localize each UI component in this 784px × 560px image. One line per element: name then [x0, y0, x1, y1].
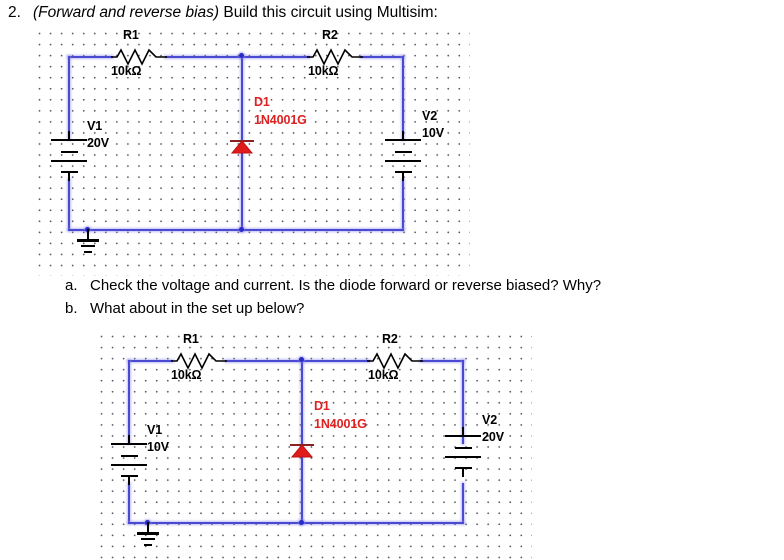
sub-question-a-text: Check the voltage and current. Is the di…: [90, 277, 602, 294]
resistor-r2-symbol: [307, 48, 363, 66]
resistor2-r2-value: 10kΩ: [368, 368, 399, 382]
battery-v1-value: 20V: [87, 136, 109, 150]
sub-question-b-text: What about in the set up below?: [90, 300, 305, 317]
wire2-top-mid-right: [302, 360, 370, 362]
battery-v2-value: 10V: [422, 126, 444, 140]
resistor2-r1-value: 10kΩ: [171, 368, 202, 382]
resistor-r2-value: 10kΩ: [308, 64, 339, 78]
battery2-v1-plate-3: [111, 464, 147, 466]
wire2-left-upper: [128, 360, 130, 444]
node2-bottom-center: [299, 520, 304, 525]
wire-center-upper: [241, 56, 243, 145]
wire-right-upper: [402, 56, 404, 140]
battery-v2-plate-2: [395, 151, 412, 153]
resistor2-r1-symbol: [171, 352, 227, 370]
battery2-v2-value: 20V: [482, 430, 504, 444]
resistor-r1-symbol: [111, 48, 167, 66]
diode2-d1-symbol: [290, 444, 314, 458]
battery2-v2-plate-2: [455, 447, 472, 449]
question-emphasis: (Forward and reverse bias): [33, 4, 220, 21]
resistor-r1-ref: R1: [123, 28, 139, 42]
wire-center-lower: [241, 152, 243, 230]
battery-v2-stub-bottom: [402, 172, 404, 181]
resistor2-r2-ref: R2: [382, 332, 398, 346]
battery2-v1-stub-bottom: [128, 476, 130, 485]
wire-top-mid-left: [165, 56, 241, 58]
node2-top-center: [299, 357, 304, 362]
sub-question-b-marker: b.: [65, 300, 78, 317]
ground2-bar-2: [141, 538, 155, 541]
wire-right-lower: [402, 179, 404, 230]
battery-v2-plate-3: [385, 160, 421, 162]
battery2-v2-ref: V2: [482, 413, 498, 427]
resistor2-r2-symbol: [367, 352, 423, 370]
battery-v2-plate-1: [385, 139, 421, 141]
battery-v2-stub-top: [402, 131, 404, 140]
battery-v1-plate-3: [51, 160, 87, 162]
ground2-stem: [147, 522, 149, 532]
battery2-v1-plate-2: [121, 455, 138, 457]
wire-left-upper: [68, 56, 70, 140]
resistor-r1-value: 10kΩ: [111, 64, 142, 78]
question-number: 2.: [8, 4, 21, 21]
battery2-v2-plate-3: [445, 456, 481, 458]
battery-v1-stub-bottom: [68, 172, 70, 181]
battery-v1-plate-1: [51, 139, 87, 141]
battery2-v2-plate-1: [445, 435, 481, 437]
battery2-v2-stub-bottom: [462, 468, 464, 477]
ground-bar-1: [77, 239, 99, 242]
wire2-top-left: [128, 360, 173, 362]
wire2-right-upper: [462, 360, 464, 444]
wire-left-lower: [68, 179, 70, 230]
resistor2-r1-ref: R1: [183, 332, 199, 346]
node-bottom-center: [239, 227, 244, 232]
circuit-diagram-bottom: R1 10kΩ R2 10kΩ V1 10V V2 20V D1 1N4001G: [95, 330, 532, 560]
battery-v1-plate-2: [61, 151, 78, 153]
wire-top-mid-right: [242, 56, 310, 58]
wire-top-left: [68, 56, 113, 58]
wire2-top-mid-left: [225, 360, 301, 362]
sub-question-a-marker: a.: [65, 277, 78, 294]
battery-v1-ref: V1: [87, 119, 103, 133]
question-suffix: Build this circuit using Multisim:: [219, 4, 438, 21]
wire2-right-lower: [462, 483, 464, 523]
battery2-v1-plate-1: [111, 443, 147, 445]
battery-v2-ref: V2: [422, 109, 438, 123]
node-top-center: [239, 53, 244, 58]
wire-bottom: [68, 229, 404, 231]
diode2-d1-value: 1N4001G: [314, 417, 367, 431]
diode2-d1-ref: D1: [314, 399, 330, 413]
battery2-v1-stub-top: [128, 435, 130, 444]
question-text: (Forward and reverse bias) Build this ci…: [33, 4, 438, 22]
ground2-bar-1: [137, 532, 159, 535]
diode-d1-value: 1N4001G: [254, 113, 307, 127]
ground-bar-3: [84, 251, 92, 253]
ground-stem: [87, 229, 89, 239]
wire2-bottom: [128, 522, 464, 524]
wire-top-right: [360, 56, 404, 58]
diode-d1-symbol: [230, 140, 254, 154]
battery2-v1-value: 10V: [147, 440, 169, 454]
resistor-r2-ref: R2: [322, 28, 338, 42]
wire2-left-lower: [128, 483, 130, 523]
ground2-bar-3: [144, 544, 152, 546]
wire2-top-right: [420, 360, 464, 362]
battery2-v2-stub-top: [462, 427, 464, 436]
wire2-center-upper: [301, 360, 303, 449]
ground-bar-2: [81, 245, 95, 248]
battery2-v1-ref: V1: [147, 423, 163, 437]
wire2-center-lower: [301, 456, 303, 523]
battery-v1-stub-top: [68, 131, 70, 140]
diode-d1-ref: D1: [254, 95, 270, 109]
circuit-diagram-top: R1 10kΩ R2 10kΩ V1 20V V2 10V D1 1N4001G: [33, 27, 470, 276]
